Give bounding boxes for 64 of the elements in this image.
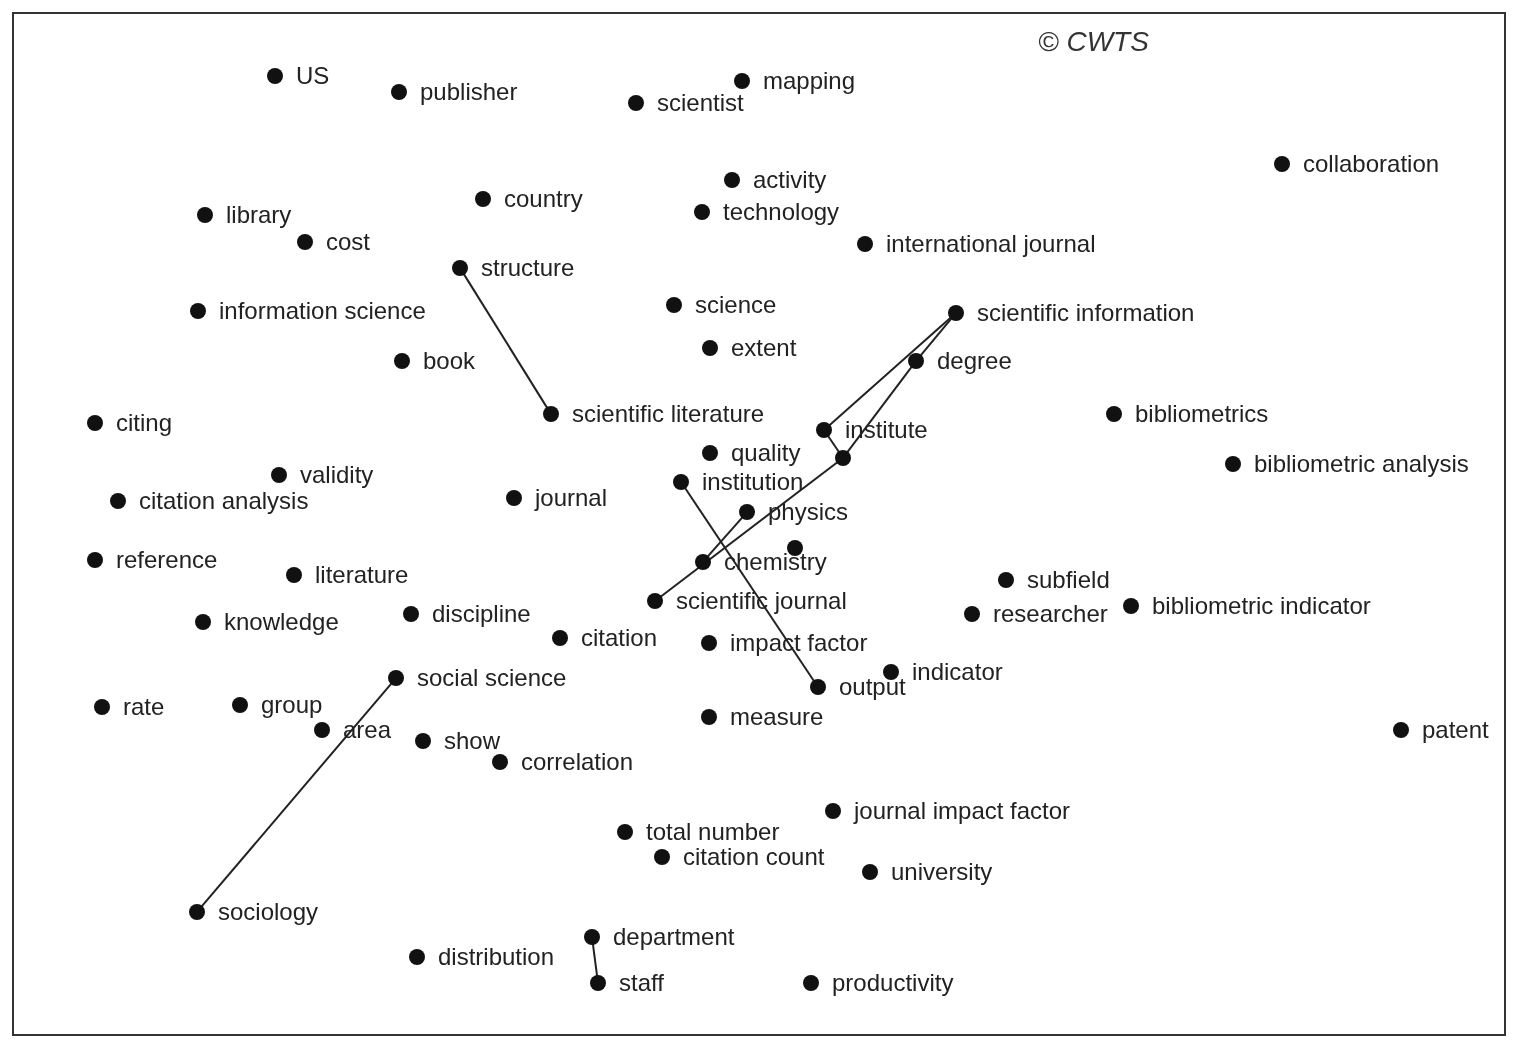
term-label: extent (731, 334, 797, 362)
link-line (919, 317, 953, 357)
term-label: department (613, 923, 735, 951)
term-label: physics (768, 498, 849, 526)
link-line (828, 316, 952, 427)
term-label: journal impact factor (854, 797, 1071, 825)
link-line (462, 272, 549, 410)
term-label: international journal (886, 230, 1096, 258)
link-line (683, 486, 816, 683)
term-label: researcher (993, 600, 1108, 628)
term-label: output (839, 673, 906, 701)
term-label: bibliometric indicator (1152, 592, 1371, 620)
term-label: discipline (432, 600, 531, 628)
term-label: rate (123, 693, 165, 721)
term-label: technology (723, 198, 840, 226)
term-label: citation (581, 624, 658, 652)
term-label: correlation (521, 748, 634, 776)
term-label: literature (315, 561, 409, 589)
term-label: structure (481, 254, 575, 282)
term-label: library (226, 201, 292, 229)
copyright-note: © CWTS (1038, 26, 1149, 58)
term-label: science (695, 291, 777, 319)
term-label: indicator (912, 658, 1003, 686)
term-label: scientific literature (572, 400, 765, 428)
term-label: total number (646, 818, 780, 846)
term-label: bibliometrics (1135, 400, 1269, 428)
term-label: citing (116, 409, 173, 437)
link-line (826, 434, 841, 454)
link-line (200, 682, 393, 908)
term-label: bibliometric analysis (1254, 450, 1469, 478)
term-label: measure (730, 703, 824, 731)
term-label: country (504, 185, 583, 213)
term-label: productivity (832, 969, 954, 997)
term-label: citation analysis (139, 487, 309, 515)
term-label: knowledge (224, 608, 339, 636)
term-label: distribution (438, 943, 555, 971)
term-label: collaboration (1303, 150, 1440, 178)
term-label: social science (417, 664, 567, 692)
term-label: information science (219, 297, 426, 325)
term-label: staff (619, 969, 664, 997)
term-label: institution (702, 468, 804, 496)
term-label: scientific information (977, 299, 1195, 327)
term-label: patent (1422, 716, 1489, 744)
term-label: group (261, 691, 323, 719)
link-line (706, 516, 744, 558)
term-label: cost (326, 228, 370, 256)
term-label: scientist (657, 89, 744, 117)
term-label: journal (535, 484, 608, 512)
term-label: activity (753, 166, 827, 194)
term-label: reference (116, 546, 218, 574)
link-line (659, 461, 839, 598)
term-label: citation count (683, 843, 825, 871)
term-label: sociology (218, 898, 319, 926)
link-line (591, 942, 599, 978)
term-label: show (444, 727, 501, 755)
term-label: quality (731, 439, 801, 467)
term-label: publisher (420, 78, 518, 106)
term-label: subfield (1027, 566, 1110, 594)
term-label: degree (937, 347, 1012, 375)
term-label: mapping (763, 67, 856, 95)
term-label: US (296, 62, 330, 90)
term-label: university (891, 858, 993, 886)
term-label: book (423, 347, 476, 375)
term-label: validity (300, 461, 374, 489)
